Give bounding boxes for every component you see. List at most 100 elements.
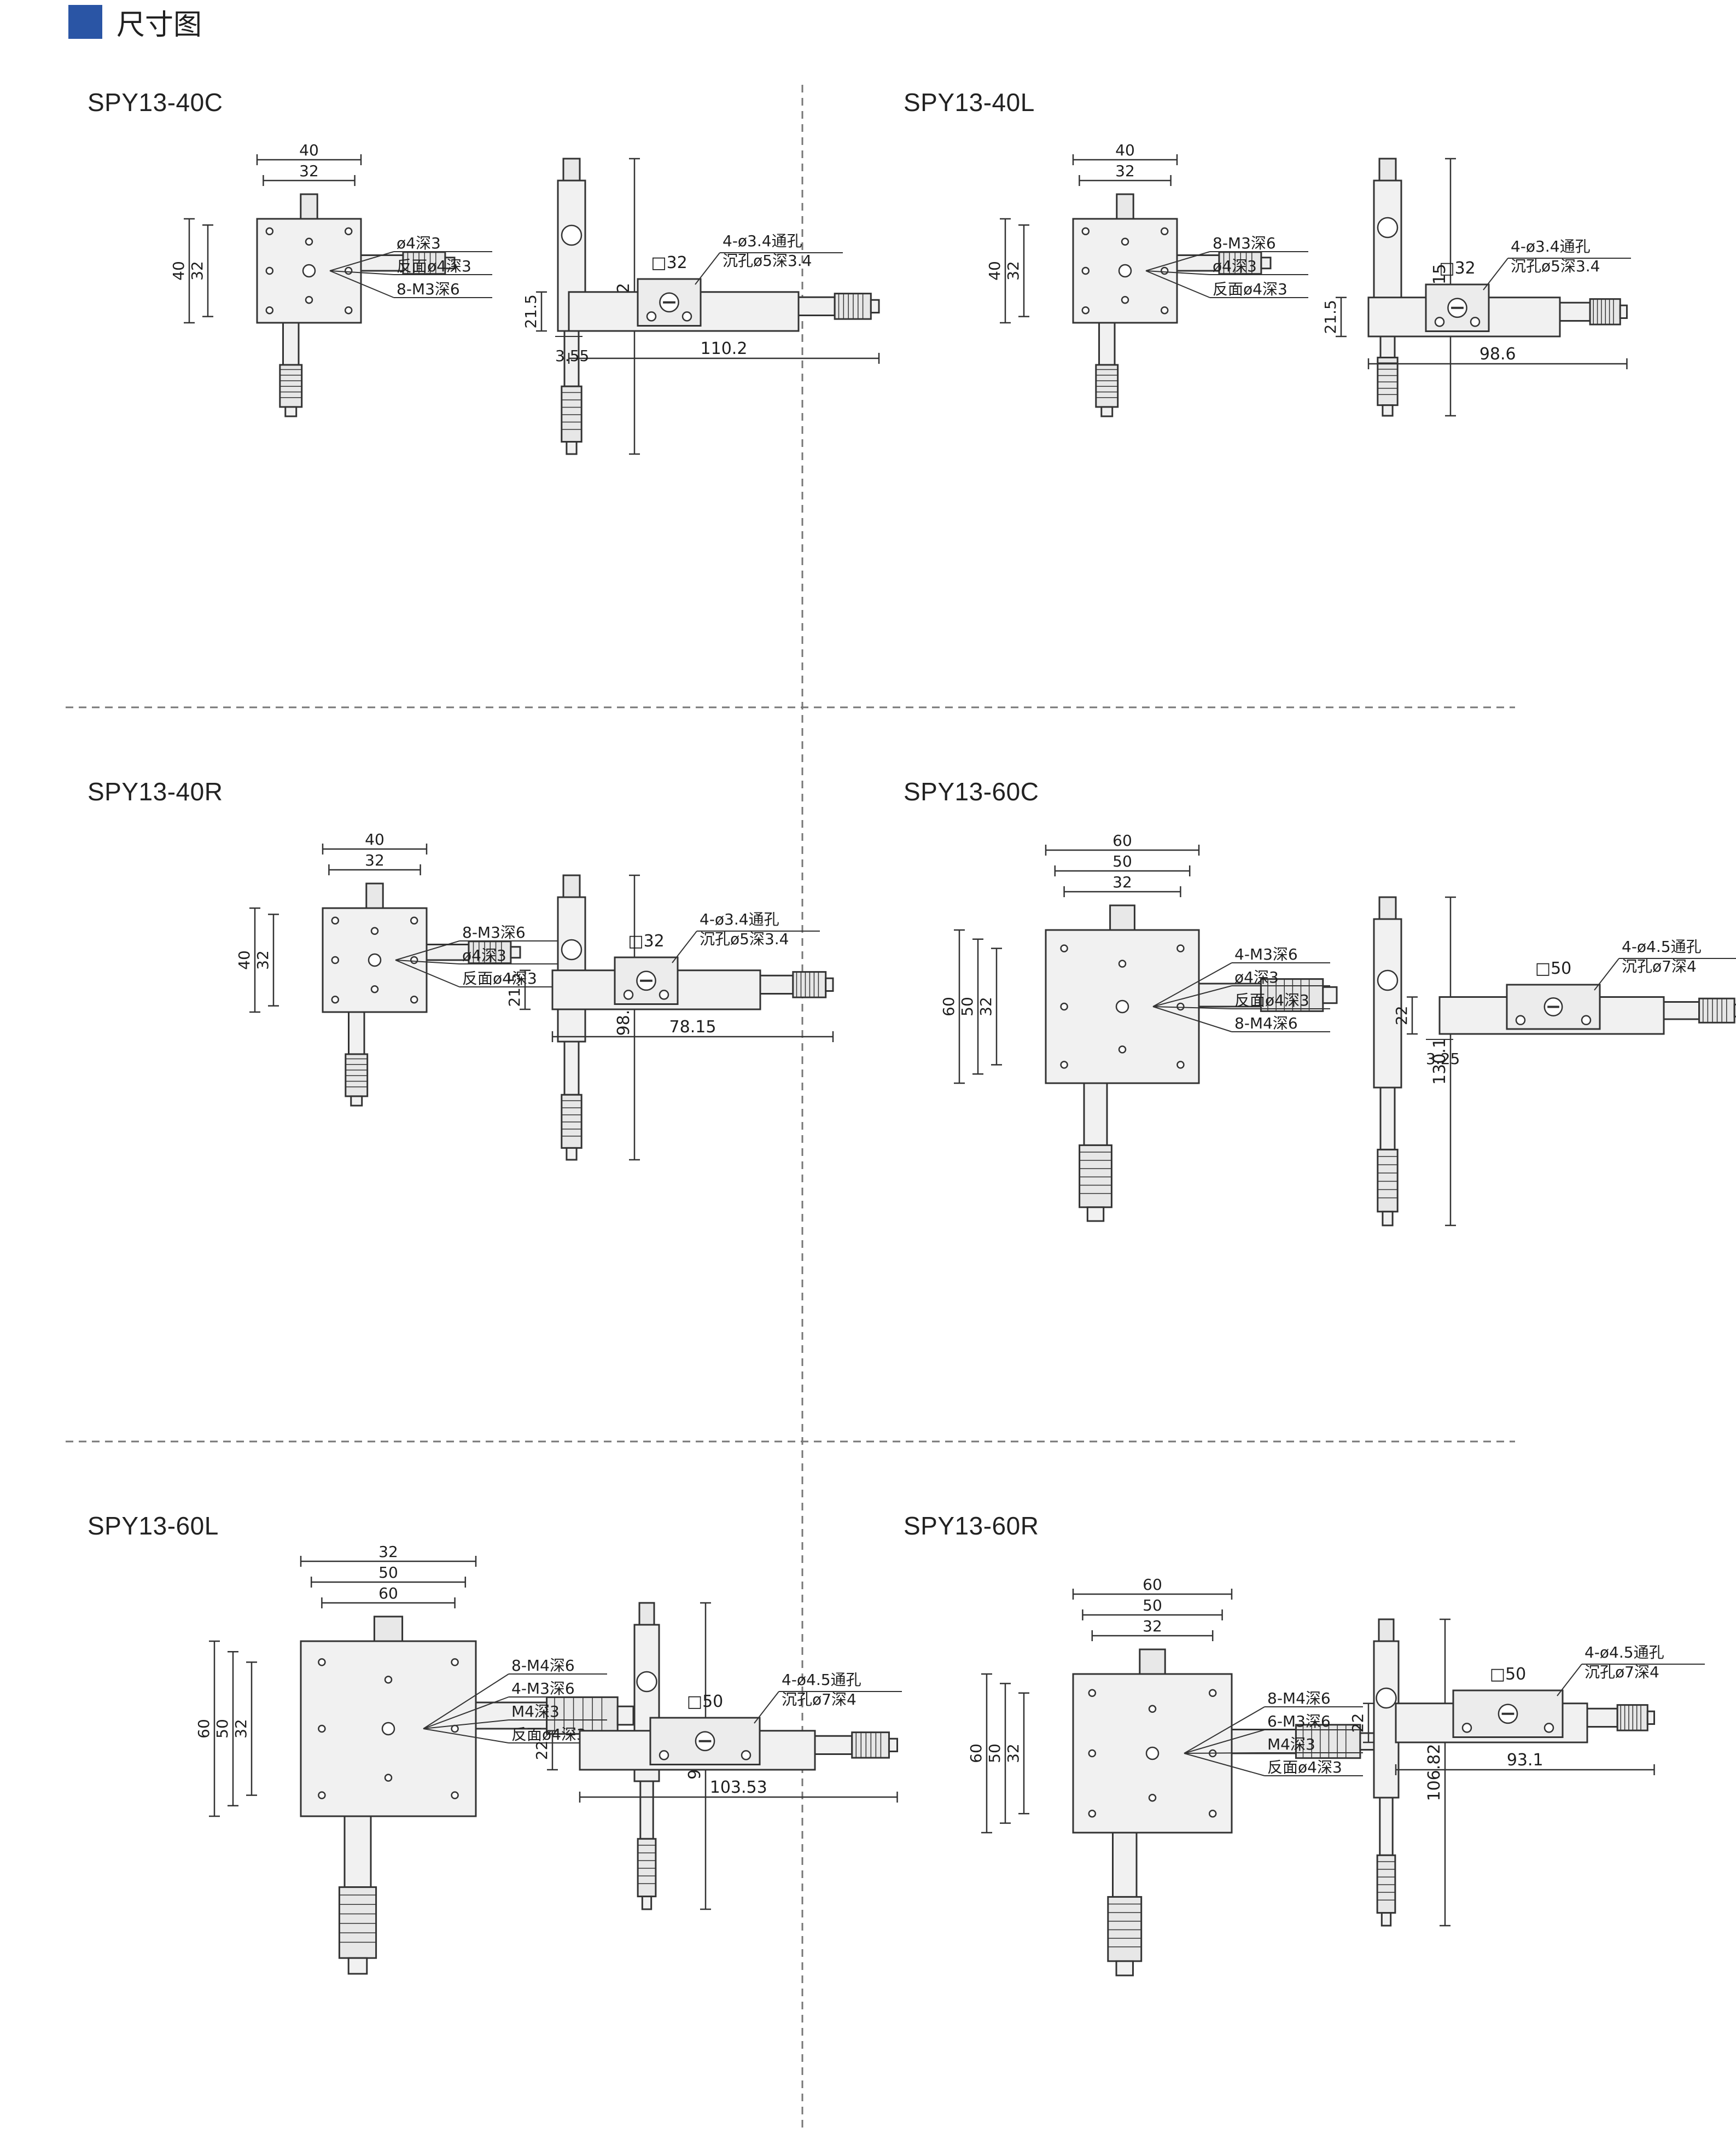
- micrometer-knob: [641, 1896, 653, 1910]
- mount-hole: [410, 995, 418, 1004]
- mount-hole: [305, 295, 313, 304]
- mount-hole: [384, 1676, 393, 1684]
- mount-hole: [1148, 1705, 1157, 1713]
- micrometer-knob: [1322, 986, 1338, 1004]
- mount-hole: [1088, 1749, 1097, 1758]
- spec-note: 反面ø4深3: [511, 1725, 586, 1743]
- side-knob: [1378, 158, 1397, 182]
- side-knob: [638, 1602, 655, 1626]
- square-label: □32: [628, 932, 665, 951]
- micrometer-knob: [1733, 1003, 1736, 1018]
- leader-line: [1557, 1664, 1582, 1696]
- side-knob: [1378, 896, 1397, 920]
- mount-hole: [318, 1658, 326, 1666]
- mount-hole: [1081, 227, 1090, 236]
- dimension-label: 60: [967, 1743, 985, 1763]
- leader-line: [1184, 1729, 1265, 1754]
- screw: [659, 990, 669, 1000]
- side-knob: [1378, 1618, 1395, 1642]
- dimension-label: 103.53: [710, 1778, 767, 1797]
- micrometer-knob: [1100, 406, 1114, 417]
- micrometer-barrel: [1083, 1082, 1108, 1146]
- spec-note: 反面ø4深3: [397, 257, 471, 275]
- leader-line: [423, 1673, 509, 1729]
- micrometer-thimble: [338, 1886, 377, 1959]
- dimension-label: 32: [1004, 1743, 1022, 1763]
- spec-note: ø4深3: [1234, 968, 1279, 986]
- mount-hole: [318, 1724, 326, 1733]
- top-knob: [1109, 904, 1135, 931]
- leader-line: [1152, 1006, 1232, 1032]
- center-hole: [368, 953, 382, 967]
- spec-note: M4深3: [511, 1702, 560, 1721]
- micrometer-knob: [1380, 1912, 1392, 1927]
- micrometer-barrel: [1663, 1001, 1700, 1020]
- micrometer-knob: [870, 299, 880, 314]
- mount-hole: [1121, 237, 1129, 246]
- micrometer-knob: [888, 1737, 898, 1753]
- screw: [1461, 1723, 1472, 1733]
- mount-hole: [265, 306, 274, 315]
- center-hole: [1115, 999, 1129, 1014]
- micrometer-thimble: [561, 385, 582, 443]
- dimension-label: 32: [254, 950, 272, 970]
- side-lock: [636, 1671, 657, 1693]
- screw: [659, 1750, 669, 1760]
- micrometer-barrel: [360, 254, 404, 272]
- micrometer-barrel: [1379, 1086, 1396, 1150]
- hole-note: 沉孔ø7深4: [1584, 1663, 1659, 1681]
- screw: [1470, 317, 1481, 327]
- mount-hole: [344, 266, 353, 275]
- dimension-label: 50: [958, 997, 976, 1016]
- top-knob: [1139, 1648, 1166, 1675]
- model-title-2: SPY13-40L: [904, 88, 1035, 117]
- micrometer-knob: [566, 1147, 578, 1161]
- hole-note: 4-ø4.5通孔: [1622, 938, 1702, 956]
- square-label: □32: [1439, 259, 1476, 278]
- dimension-label: 93.1: [1507, 1751, 1543, 1770]
- screw: [1434, 317, 1445, 327]
- mount-hole: [370, 927, 379, 935]
- leader-line: [1184, 1706, 1265, 1754]
- leader-line: [1152, 1006, 1232, 1009]
- drawing-spy13-60l: 3250606050328-M4深64-M3深6M4深3反面ø4深393.321…: [195, 1543, 902, 1975]
- side-lock: [561, 224, 582, 246]
- drawing-spy13-40l: 403240328-M3深6ø4深3反面ø4深378.1598.621.5□32…: [986, 141, 1631, 417]
- micrometer-barrel: [1098, 322, 1116, 366]
- micrometer-knob: [1086, 1206, 1105, 1222]
- dimension-label: 32: [1112, 873, 1132, 891]
- micrometer-barrel: [282, 322, 300, 366]
- grid-dividers: [66, 85, 1515, 2128]
- mount-hole: [318, 1791, 326, 1799]
- micrometer-barrel: [348, 1011, 365, 1055]
- mount-hole: [1148, 1793, 1157, 1802]
- mount-hole: [1160, 306, 1169, 315]
- micrometer-knob: [616, 1705, 634, 1726]
- side-lock: [1377, 969, 1399, 991]
- side-knob: [562, 874, 581, 898]
- dimension-label: 32: [378, 1543, 398, 1561]
- mount-hole: [1088, 1689, 1097, 1698]
- hole-note: 4-ø4.5通孔: [782, 1671, 861, 1689]
- mount-hole: [1208, 1689, 1217, 1698]
- mount-hole: [410, 956, 418, 964]
- dimension-label: 130.1: [1430, 1038, 1449, 1085]
- mount-hole: [410, 916, 418, 925]
- hole-note: 4-ø4.5通孔: [1584, 1643, 1664, 1661]
- micrometer-thimble: [1095, 364, 1119, 408]
- dimension-label: 21.5: [1321, 300, 1339, 334]
- leader-line: [329, 270, 394, 298]
- micrometer-barrel: [1559, 301, 1591, 322]
- side-lock: [1376, 1687, 1397, 1709]
- dimension-label: 60: [378, 1584, 398, 1602]
- micrometer-thimble: [345, 1053, 369, 1097]
- top-knob: [373, 1615, 404, 1642]
- micrometer-thimble: [1376, 1854, 1396, 1914]
- side-lock: [1377, 217, 1399, 239]
- side-stage: [1373, 1640, 1400, 1799]
- micrometer-knob: [284, 406, 298, 417]
- micrometer-knob: [1382, 1211, 1394, 1227]
- section-marker-icon: [68, 5, 102, 39]
- spec-note: 8-M3深6: [397, 280, 460, 298]
- dimension-label: 22: [1349, 1713, 1367, 1733]
